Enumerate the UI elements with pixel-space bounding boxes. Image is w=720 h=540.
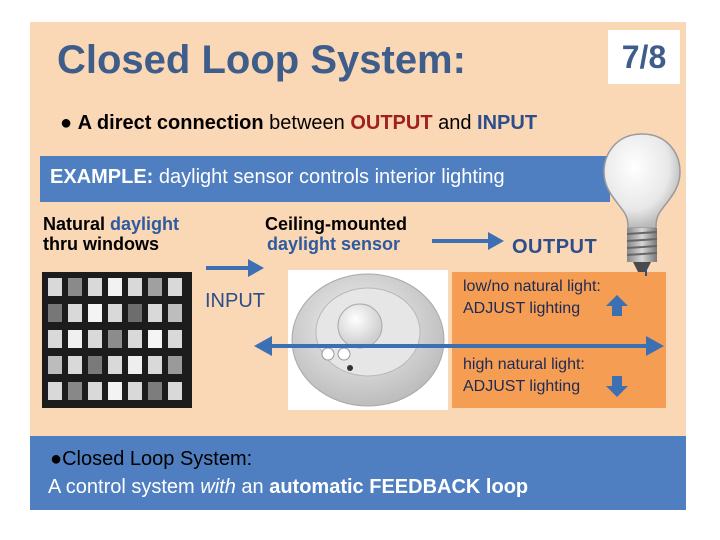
bullet-definition: ● A direct connection between OUTPUT and…	[60, 112, 537, 135]
bullet-and: and	[432, 112, 478, 134]
summary-desc-with: with	[200, 476, 236, 498]
adjust-high-line2: ADJUST lighting	[463, 378, 581, 395]
arrow-sensor-to-output	[432, 232, 504, 250]
ceiling-sensor-photo	[288, 270, 448, 410]
arrow-up-icon	[606, 295, 628, 316]
example-label: EXAMPLE:	[50, 166, 154, 188]
arrow-down-icon	[606, 376, 628, 397]
bullet-mid: between	[263, 112, 351, 134]
summary-desc-a: A control system	[48, 476, 201, 498]
sensor-label: Ceiling-mounted daylight sensor	[265, 214, 407, 254]
light-bulb-icon	[603, 133, 681, 272]
source-label: Natural daylight thru windows	[43, 214, 179, 254]
example-caption: EXAMPLE: daylight sensor controls interi…	[50, 166, 505, 189]
example-band	[40, 156, 610, 202]
adjust-box	[452, 272, 666, 408]
page-number: 7/8	[608, 30, 680, 84]
source-line2: thru windows	[43, 234, 159, 254]
sensor-line2: daylight sensor	[267, 234, 401, 254]
adjust-low-line1: low/no natural light:	[463, 278, 601, 295]
building-windows-photo	[42, 272, 192, 408]
summary-band	[30, 436, 686, 510]
example-text: daylight sensor controls interior lighti…	[153, 166, 505, 188]
source-line1b: daylight	[110, 214, 180, 234]
summary-desc-feedback: FEEDBACK loop	[369, 476, 529, 498]
feedback-double-arrow	[254, 336, 664, 356]
output-label: OUTPUT	[512, 236, 598, 258]
slide-title: Closed Loop System:	[57, 38, 466, 82]
bullet-output: OUTPUT	[350, 112, 433, 134]
adjust-low-line2: ADJUST lighting	[463, 300, 581, 317]
bullet-lead: A direct connection	[77, 112, 264, 134]
input-label: INPUT	[205, 290, 265, 312]
bullet-dot: ●	[60, 112, 73, 134]
bullet-input: INPUT	[477, 112, 538, 134]
summary-desc-b: an	[235, 476, 270, 498]
sensor-line1: Ceiling-mounted	[265, 214, 407, 234]
summary-title: ●Closed Loop System:	[50, 448, 253, 470]
summary-description: A control system with an automatic FEEDB…	[48, 476, 528, 499]
adjust-low: low/no natural light: ADJUST lighting	[463, 276, 601, 320]
summary-desc-auto: automatic	[269, 476, 364, 498]
adjust-high-line1: high natural light:	[463, 356, 585, 373]
slide-background	[30, 22, 686, 510]
arrow-daylight-to-sensor	[206, 259, 264, 277]
source-line1a: Natural	[43, 214, 111, 234]
adjust-high: high natural light: ADJUST lighting	[463, 354, 585, 398]
